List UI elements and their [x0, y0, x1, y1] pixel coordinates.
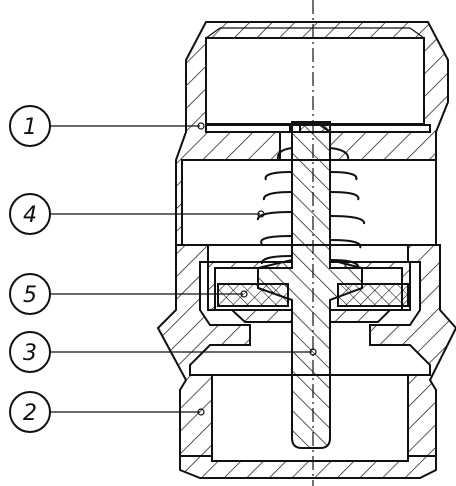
- callout-4: 4: [9, 193, 265, 235]
- spring: [256, 147, 366, 269]
- callout-1-label: 1: [23, 115, 37, 140]
- callout-4-label: 4: [23, 203, 37, 228]
- callout-3: 3: [9, 331, 317, 373]
- callout-1: 1: [9, 105, 205, 147]
- valve-stem: [257, 121, 363, 449]
- seal-ring: [217, 283, 409, 307]
- callout-2-label: 2: [23, 401, 37, 426]
- seat-disc-holder: [207, 261, 411, 323]
- callout-5: 5: [9, 273, 248, 315]
- callout-2: 2: [9, 391, 205, 433]
- callout-5-label: 5: [23, 283, 37, 308]
- callout-3-label: 3: [23, 341, 37, 366]
- valve-body-upper: [175, 21, 449, 246]
